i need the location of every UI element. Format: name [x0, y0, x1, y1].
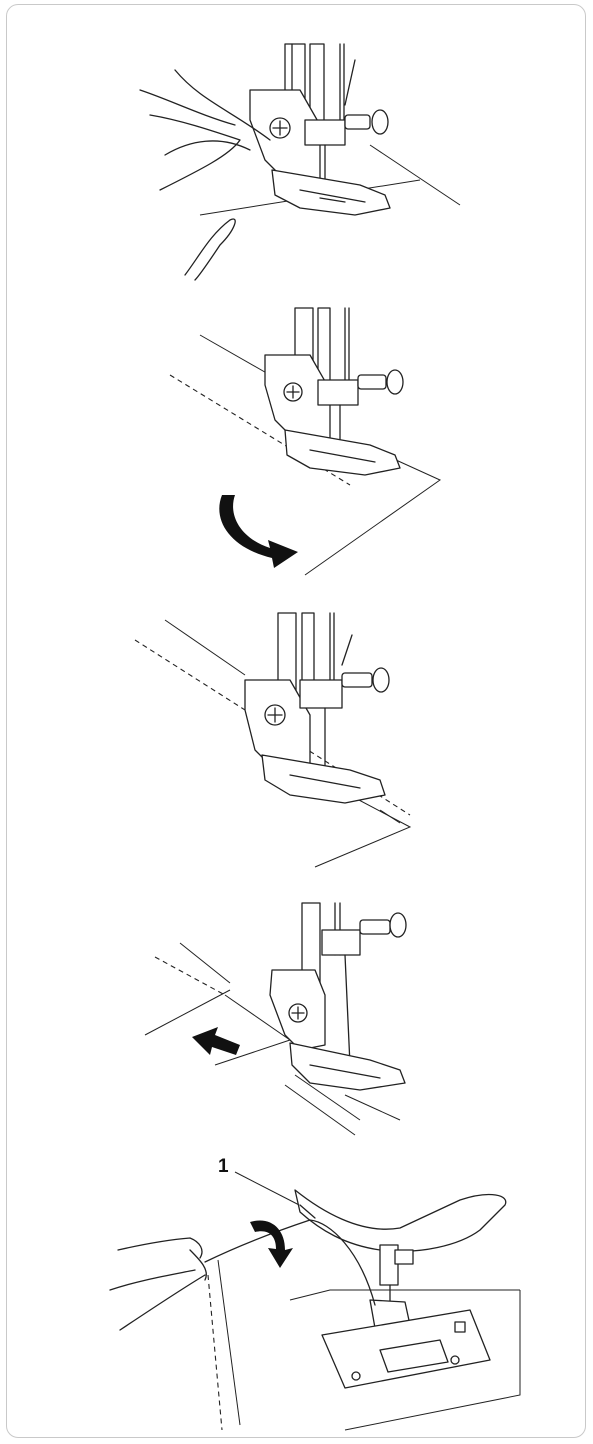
- figure-sew-seam: [0, 605, 593, 880]
- figure-reverse-stitch: [0, 895, 593, 1155]
- figure-hold-threads: [0, 30, 593, 290]
- callout-label-1: 1: [218, 1156, 229, 1177]
- figure-cut-thread: 1: [0, 1150, 593, 1440]
- figure-pivot-fabric: [0, 300, 593, 590]
